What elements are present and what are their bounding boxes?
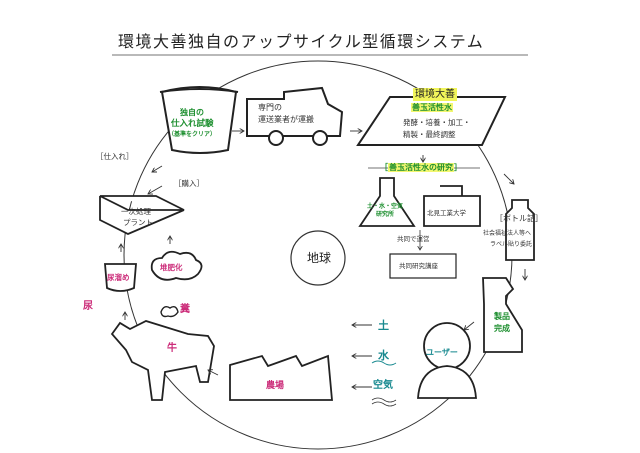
- air-label: 空気: [373, 380, 393, 391]
- cup-label-2: 仕入れ試験: [171, 119, 214, 129]
- dung-label: 糞: [180, 304, 190, 315]
- truck-label-1: 専門の: [258, 103, 282, 112]
- compost-label: 堆肥化: [160, 263, 183, 272]
- tank-label: 尿溜め: [107, 273, 130, 282]
- user-label: ユーザー: [426, 348, 458, 357]
- tank-icon: [104, 263, 137, 292]
- product-label-2: 完成: [494, 324, 510, 333]
- factory-box-icon: [356, 96, 507, 146]
- truck-label-2: 運送業者が運搬: [258, 115, 314, 124]
- factory-label-4: 精製・最終調整: [403, 130, 456, 139]
- page-title: 環境大善独自のアップサイクル型循環システム: [118, 32, 485, 51]
- cup-icon: [159, 86, 239, 154]
- university-label: 北見工業大学: [427, 209, 466, 217]
- factory-label-1: 環境大善: [413, 88, 457, 101]
- farm-label: 農場: [266, 381, 285, 391]
- research-title: ［善玉活性水の研究］: [380, 163, 462, 172]
- soil-label: 土: [378, 319, 389, 332]
- urine-label: 尿: [83, 301, 93, 312]
- bottle-label-2: 社会福祉法人等へ: [483, 230, 532, 237]
- product-label-1: 製品: [494, 312, 510, 321]
- factory-label-2: 善玉活性水: [411, 103, 453, 112]
- compost-cloud-icon: [150, 250, 203, 281]
- joint-label: 共同で運営: [397, 235, 430, 243]
- stock-label: ［仕入れ］: [96, 152, 134, 161]
- purchase-label: ［購入］: [174, 179, 204, 188]
- cup-label-1: 独自の: [180, 108, 204, 117]
- lecture-label: 共同研究講座: [399, 262, 438, 270]
- bottle-icon: [505, 199, 535, 261]
- plant-label-1: 一次処理: [121, 207, 151, 216]
- lecture-box: [389, 253, 457, 279]
- flow-arrows: [121, 131, 525, 387]
- factory-label-3: 発酵・培養・加工・: [403, 118, 471, 127]
- plant-label-2: プラント: [123, 218, 153, 227]
- truck-icon: [246, 86, 344, 146]
- plant-box-icon: [99, 195, 185, 235]
- flask-icon: [358, 177, 416, 227]
- air-waves: [371, 397, 397, 407]
- cup-label-3: （基準をクリア）: [168, 131, 217, 138]
- bottle-label-1: ［ボトル詰］: [495, 214, 543, 223]
- dung-blob-icon: [160, 305, 179, 318]
- water-label: 水: [378, 349, 389, 362]
- cow-icon: [110, 320, 215, 401]
- flask-label: 土・水・空気 研究所: [367, 203, 404, 219]
- earth-label: 地球: [307, 251, 332, 265]
- bottle-label-3: ラベル貼り委託: [490, 241, 533, 248]
- cow-label: 牛: [167, 343, 177, 354]
- farm-icon: [229, 354, 333, 401]
- university-icon: [423, 185, 481, 227]
- earth-circle: [290, 230, 346, 286]
- spray-bottle-icon: [482, 277, 523, 353]
- user-icon: [417, 322, 477, 399]
- water-waves: [371, 360, 397, 366]
